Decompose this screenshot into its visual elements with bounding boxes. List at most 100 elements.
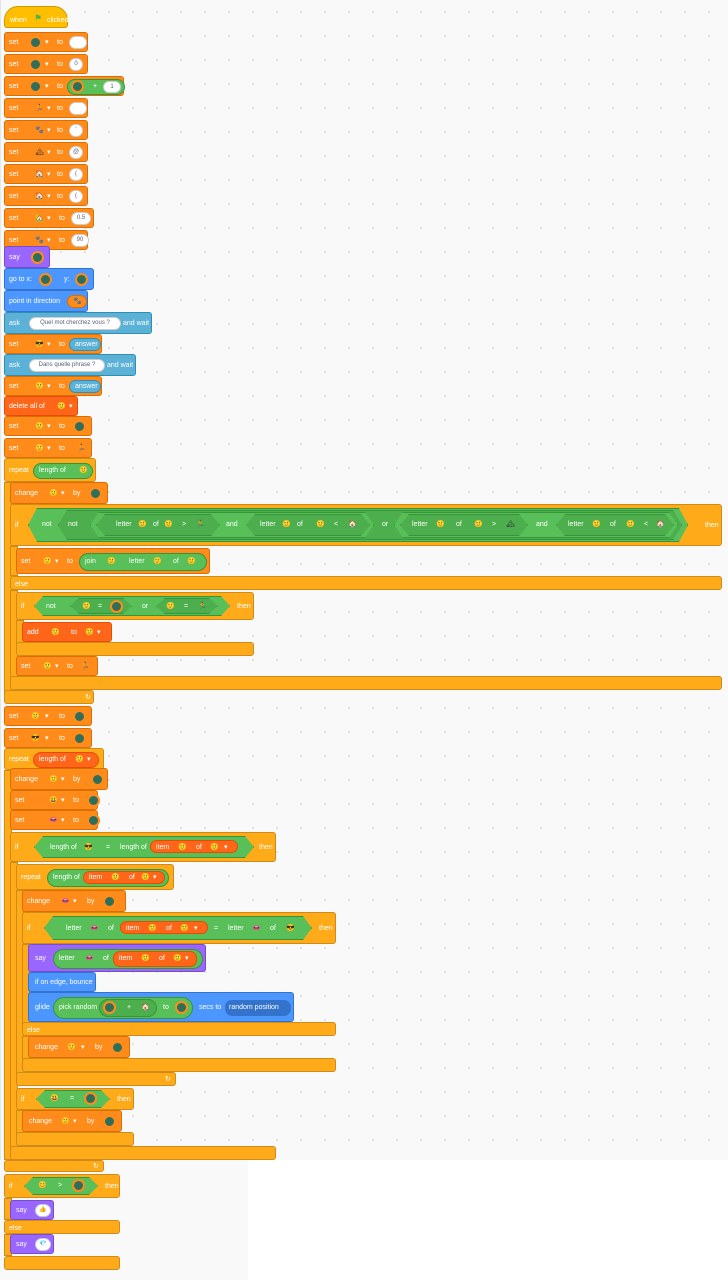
emoji-variable-icon[interactable]: 🙂 [148,925,157,932]
set-variable-block[interactable]: set 👄 ▾ to [10,810,100,830]
emoji-variable-icon[interactable]: 😃 [50,1095,59,1102]
emoji-variable-icon[interactable]: 👄 [49,817,58,824]
variable-icon[interactable] [29,80,42,93]
emoji-variable-icon[interactable]: 👄 [252,925,261,932]
set-variable-block[interactable]: set 😃 ▾ to [10,790,100,810]
set-variable-block[interactable]: set 🙂 ▾ to [4,706,92,726]
delete-all-of-list-block[interactable]: delete all of 🙂 ▾ [4,396,78,416]
emoji-variable-icon[interactable]: 🙂 [79,467,88,474]
emoji-variable-icon[interactable]: 🙂 [316,521,325,528]
emoji-variable-icon[interactable]: 🙂 [592,521,601,528]
set-variable-block[interactable]: set 🙂 ▾ to answer [4,376,102,396]
join-operator[interactable] [79,553,207,571]
value-input[interactable]: ' [69,124,83,137]
variable-icon[interactable] [71,80,84,93]
set-variable-block[interactable]: set 🙂 ▾ to 🏃 [16,656,98,676]
set-variable-block[interactable]: set 🏠 ▾ to ( [4,164,88,184]
emoji-list-icon[interactable]: 🙂 [180,925,189,932]
emoji-variable-icon[interactable]: 😎 [286,925,295,932]
emoji-variable-icon[interactable]: 😊 [38,1182,47,1189]
emoji-variable-icon[interactable]: 😎 [84,844,93,851]
set-variable-block[interactable]: set 🏡 ▾ to 0.5 [4,208,94,228]
emoji-variable-icon[interactable]: 🐾 [35,127,44,134]
emoji-variable-icon[interactable]: 🙂 [49,776,58,783]
answer-reporter[interactable] [69,338,101,351]
repeat-block[interactable]: repeat length of 🙂 [4,458,96,482]
variable-icon[interactable] [72,1179,85,1192]
set-variable-block[interactable]: set 🏔 ▾ to @ [4,142,88,162]
when-flag-clicked-block[interactable]: when ⚑ clicked [4,6,68,28]
emoji-variable-icon[interactable]: 😎 [31,735,40,742]
change-variable-block[interactable]: change 👄 ▾ by [22,890,126,912]
emoji-variable-icon[interactable]: 🙂 [138,521,147,528]
value-input[interactable]: ( [69,190,83,203]
variable-icon[interactable] [73,710,86,723]
gt-operator[interactable] [96,514,220,536]
emoji-variable-icon[interactable]: 🙂 [43,663,52,670]
eq-operator[interactable] [156,598,218,614]
emoji-variable-icon[interactable]: 👄 [61,898,70,905]
emoji-variable-icon[interactable]: 🐾 [35,237,44,244]
glide-block[interactable]: glide pick random + 🏠 to secs to random … [28,992,294,1022]
item-of-list-reporter[interactable] [83,871,165,884]
emoji-variable-icon[interactable]: 🙂 [35,383,44,390]
emoji-thumbs-up-icon[interactable]: 👍 [35,1204,51,1217]
emoji-variable-icon[interactable]: 🙂 [35,445,44,452]
variable-icon[interactable] [31,251,44,264]
emoji-variable-icon[interactable]: 🙂 [282,521,291,528]
value-input[interactable]: 1 [103,81,121,93]
emoji-gem-icon[interactable]: 💎 [35,1238,51,1251]
lt-operator[interactable] [246,514,370,536]
length-of-list-reporter[interactable] [33,752,99,768]
set-variable-block[interactable]: set ▾ to [4,32,88,52]
emoji-variable-icon[interactable]: 🙂 [474,521,483,528]
value-input[interactable]: 0.5 [71,212,91,225]
emoji-variable-icon[interactable]: 😃 [49,797,58,804]
point-in-direction-block[interactable]: point in direction 🐾 [4,290,88,312]
emoji-variable-icon[interactable]: 🙂 [436,521,445,528]
emoji-variable-icon[interactable]: 🏡 [35,215,44,222]
emoji-variable-icon[interactable]: 🙂 [31,713,40,720]
say-block[interactable]: say 👍 [10,1200,54,1220]
change-variable-block[interactable]: change 🙂 ▾ by [28,1036,130,1058]
say-block[interactable]: say letter 👄 of item 🙂 of 🙂 ▾ [28,944,206,972]
emoji-variable-icon[interactable]: 🏠 [35,193,44,200]
change-variable-block[interactable]: change 🙂 ▾ by [22,1110,122,1132]
emoji-variable-icon[interactable]: 🙂 [61,1118,70,1125]
emoji-variable-icon[interactable]: 👄 [85,955,94,962]
emoji-list-icon[interactable]: 🙂 [141,874,150,881]
variable-icon[interactable] [103,1001,116,1014]
emoji-variable-icon[interactable]: 🙂 [111,874,120,881]
emoji-variable-icon[interactable]: 🙂 [43,558,52,565]
variable-icon[interactable] [175,1001,188,1014]
item-of-list-reporter[interactable] [150,840,238,853]
emoji-variable-icon[interactable]: 😎 [35,341,44,348]
emoji-variable-icon[interactable]: 🙂 [82,603,91,610]
if-on-edge-bounce-block[interactable]: if on edge, bounce [28,972,96,992]
emoji-variable-icon[interactable]: 🏔 [35,149,44,156]
add-to-list-block[interactable]: add 🙂 to 🙂 ▾ [22,622,112,642]
set-variable-block[interactable]: set 😎 ▾ to [4,728,92,748]
say-block[interactable]: say 💎 [10,1234,54,1254]
variable-icon[interactable] [73,732,86,745]
question-input[interactable]: Dans quelle phrase ? [29,359,105,372]
emoji-variable-icon[interactable]: 🏠 [348,521,357,528]
variable-icon[interactable] [111,1041,124,1054]
repeat-block[interactable]: repeat length of item 🙂 of 🙂 ▾ [16,864,174,890]
set-variable-block[interactable]: set 🐾 ▾ to 90 [4,230,89,250]
emoji-variable-icon[interactable]: 🙂 [67,1044,76,1051]
emoji-variable-icon[interactable]: 🏠 [35,171,44,178]
emoji-variable-icon[interactable]: 🙂 [164,521,173,528]
emoji-variable-icon[interactable]: 👄 [90,925,99,932]
value-input[interactable] [69,36,87,49]
variable-icon[interactable] [103,895,116,908]
emoji-list-icon[interactable]: 🙂 [85,629,94,636]
emoji-variable-icon[interactable]: 🙂 [35,423,44,430]
emoji-variable-icon[interactable]: 🙂 [153,558,162,565]
value-input[interactable]: @ [69,146,83,159]
variable-icon[interactable] [75,273,88,286]
variable-icon[interactable] [29,58,42,71]
emoji-variable-icon[interactable]: 🏃 [77,445,86,452]
random-position-dropdown[interactable] [225,1000,291,1016]
set-variable-block[interactable]: set 😎 ▾ to answer [4,334,102,354]
